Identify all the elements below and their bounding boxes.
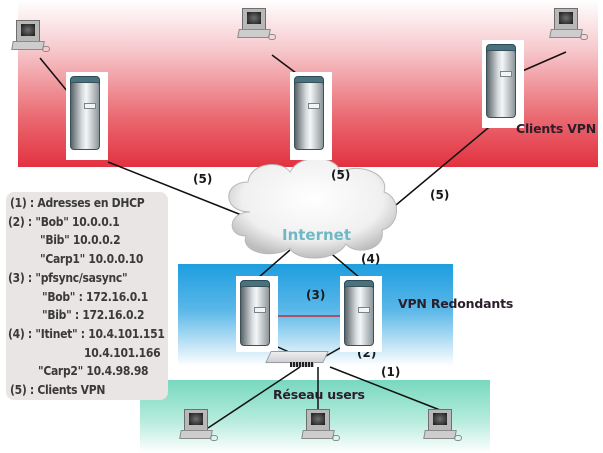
mouse-icon <box>42 46 50 52</box>
keyboard-icon <box>423 430 457 439</box>
server-icon <box>294 82 324 150</box>
legend-box: (1) : Adresses en DHCP (2) : "Bob" 10.0.… <box>6 192 168 400</box>
vpn-server-bob[interactable] <box>236 276 278 352</box>
user-pc-left[interactable] <box>178 409 218 445</box>
link-1-user-right <box>329 366 441 411</box>
link-label-5-left: (5) <box>193 172 213 186</box>
server-icon <box>344 286 374 346</box>
monitor-icon <box>554 8 578 30</box>
vpn-redondants-label: VPN Redondants <box>398 296 514 311</box>
link-client-pc-right <box>519 51 567 73</box>
client-pc-middle[interactable] <box>236 8 276 44</box>
internet-label: Internet <box>282 226 352 244</box>
monitor-icon <box>184 409 208 431</box>
link-5-left <box>107 161 245 217</box>
monitor-icon <box>306 409 330 431</box>
legend-line-1: (1) : Adresses en DHCP <box>10 196 145 210</box>
vpn-redondants-zone <box>178 264 453 366</box>
monitor-icon <box>242 8 266 30</box>
link-4-bob <box>257 249 291 279</box>
internet-cloud <box>228 158 397 259</box>
client-pc-right[interactable] <box>548 8 588 44</box>
mouse-icon <box>268 34 276 40</box>
legend-line-4: "Carp1" 10.0.0.10 <box>40 252 144 267</box>
server-icon <box>486 50 516 118</box>
client-server-right[interactable] <box>482 40 524 128</box>
legend-line-2: (2) : "Bob" 10.0.0.1 <box>8 214 120 229</box>
legend-line-5: (3) : "pfsync/sasync" <box>8 270 128 285</box>
legend-line-6: "Bob" : 172.16.0.1 <box>42 289 148 304</box>
keyboard-icon <box>549 29 583 38</box>
monitor-icon <box>428 409 452 431</box>
user-pc-middle[interactable] <box>300 409 340 445</box>
keyboard-icon <box>301 430 335 439</box>
switch-ports <box>290 362 314 367</box>
reseau-users-label: Réseau users <box>273 387 365 402</box>
server-icon <box>240 286 270 346</box>
clients-vpn-label: Clients VPN <box>516 121 596 136</box>
legend-line-10: "Carp2" 10.4.98.98 <box>38 364 149 379</box>
client-server-middle[interactable] <box>290 72 332 160</box>
client-server-left[interactable] <box>66 72 108 160</box>
link-1-user-left <box>207 366 301 429</box>
legend-line-11: (5) : Clients VPN <box>10 383 106 398</box>
link-label-5-middle: (5) <box>331 168 351 182</box>
keyboard-icon <box>11 41 45 50</box>
link-5-right <box>389 117 501 211</box>
legend-line-8: (4) : "Itinet" : 10.4.101.151 <box>8 327 165 342</box>
mouse-icon <box>580 34 588 40</box>
monitor-icon <box>16 20 40 42</box>
link-label-3: (3) <box>306 288 326 302</box>
keyboard-icon <box>237 29 271 38</box>
legend-line-7: "Bib" : 172.16.0.2 <box>42 308 145 323</box>
legend-line-9: 10.4.101.166 <box>84 345 161 360</box>
network-switch[interactable] <box>265 351 329 367</box>
link-label-4: (4) <box>361 252 381 266</box>
link-label-5-right: (5) <box>430 188 450 202</box>
link-label-1: (1) <box>381 365 401 379</box>
mouse-icon <box>210 435 218 441</box>
legend-line-3: "Bib" 10.0.0.2 <box>40 233 121 248</box>
keyboard-icon <box>179 430 213 439</box>
user-pc-right[interactable] <box>422 409 462 445</box>
vpn-server-bib[interactable] <box>340 276 382 352</box>
mouse-icon <box>454 435 462 441</box>
server-icon <box>70 82 100 150</box>
client-pc-left[interactable] <box>10 20 50 56</box>
mouse-icon <box>332 435 340 441</box>
